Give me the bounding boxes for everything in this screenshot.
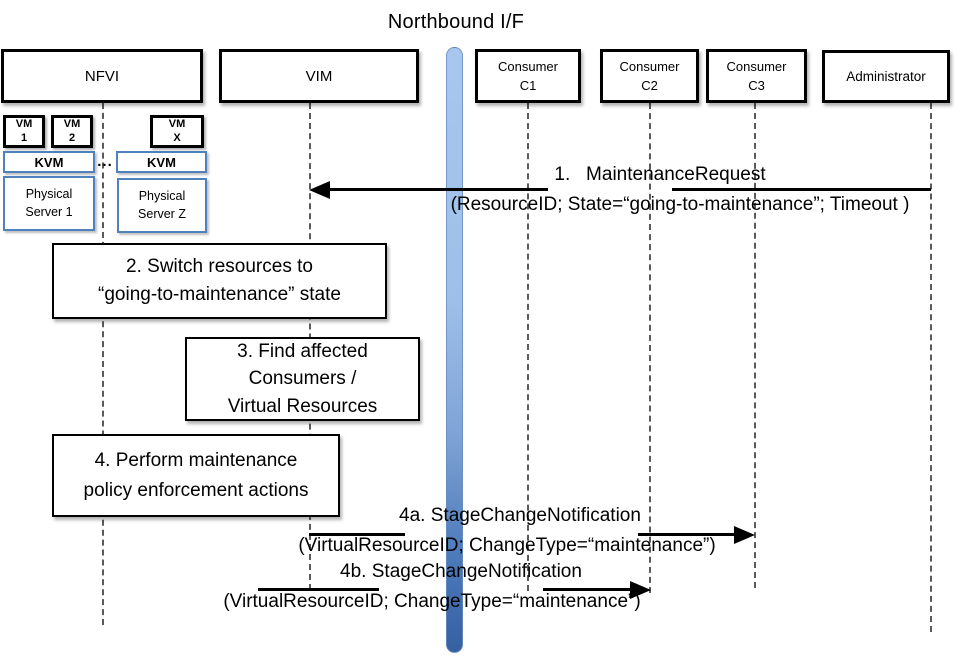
message4b-arrow-line [258,588,379,591]
physical-server-z-box: Physical Server Z [117,178,207,233]
vm1-box: VM 1 [3,115,45,148]
lifeline-consumer-c3 [754,103,756,588]
message1-arrow-line [325,188,548,191]
message1-params: (ResourceID; State=“going-to-maintenance… [450,194,910,215]
message1-arrowhead-left-icon [309,181,330,199]
message4a-arrow-line [309,533,405,536]
message4a-arrow-line [638,533,738,536]
message4b-params: (VirtualResourceID; ChangeType=“maintena… [223,591,641,612]
lifeline-consumer-c2 [649,103,651,593]
message4b-label: 4b. StageChangeNotification [340,561,582,582]
message4b-arrow-line [543,588,633,591]
actor-box-administrator: Administrator [822,50,950,103]
kvm2-box: KVM [116,151,207,173]
actor-box-consumer-c1: Consumer C1 [475,49,581,103]
vmx-box: VM X [150,115,204,148]
actor-box-consumer-c2: Consumer C2 [600,49,699,103]
northbound-if-title: Northbound I/F [387,11,525,33]
physical-server-1-box: Physical Server 1 [3,176,95,231]
message4a-arrowhead-right-icon [734,526,755,544]
actor-box-nfvi: NFVI [1,49,203,103]
message4b-arrowhead-right-icon [630,581,651,599]
step3-box: 3. Find affected Consumers / Virtual Res… [185,337,420,421]
lifeline-consumer-c1 [527,103,529,591]
vm2-box: VM 2 [51,115,93,148]
message4a-label: 4a. StageChangeNotification [399,505,641,526]
kvm1-box: KVM [3,151,95,173]
actor-box-consumer-c3: Consumer C3 [706,49,807,103]
lifeline-administrator [930,103,932,632]
actor-box-vim: VIM [219,49,419,103]
message1-arrow-line [672,188,931,191]
message1-label: 1. MaintenanceRequest [554,164,766,185]
step2-box: 2. Switch resources to “going-to-mainten… [52,243,387,319]
northbound-interface-bar [446,47,463,653]
step4-box: 4. Perform maintenance policy enforcemen… [52,434,340,517]
ellipsis-label: ... [97,153,113,170]
lifeline-nfvi [102,103,104,625]
message4a-params: (VirtualResourceID; ChangeType=“maintena… [298,535,716,556]
